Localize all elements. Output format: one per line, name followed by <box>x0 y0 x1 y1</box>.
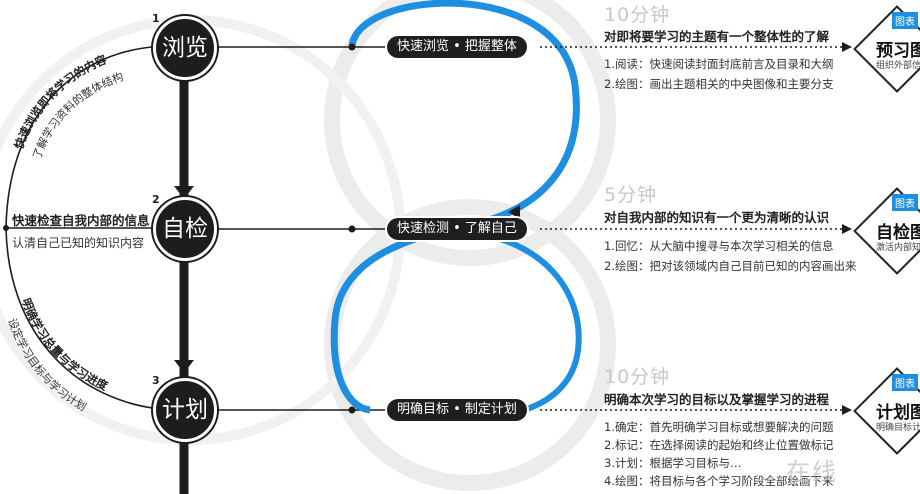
left-arc-top <box>5 46 153 229</box>
connector-dot <box>348 43 356 51</box>
arrow-right-icon <box>842 224 852 234</box>
arrow-right-icon <box>842 405 852 415</box>
arrow-left-icon <box>508 205 520 219</box>
step-bullet: 2.标记：在选择阅读的起始和终止位置做标记 <box>604 438 834 452</box>
connector-dot <box>3 225 9 231</box>
step-bullet: 1.阅读：快速阅读封面封底前言及目录和大纲 <box>604 57 834 71</box>
step-pill[interactable]: 快速检测 • 了解自己 <box>387 218 527 240</box>
accent-s-curve <box>330 0 580 414</box>
duration-label: 10分钟 <box>604 366 671 388</box>
chart-title: 自检图 <box>876 223 920 243</box>
step-number: 1 <box>152 12 160 25</box>
step-headline: 明确本次学习的目标以及掌握学习的进程 <box>604 392 830 407</box>
connector-dot <box>348 406 356 414</box>
chart-diamond-selfcheck[interactable]: 图表 自检图 激活内部知 <box>852 186 920 275</box>
duration-label: 5分钟 <box>604 184 658 206</box>
step-bullet: 2.绘图：画出主题相关的中央图像和主要分支 <box>604 77 834 91</box>
background-ring <box>324 0 616 266</box>
left-mid-subtitle: 认清自己已知的知识内容 <box>12 236 145 250</box>
arrow-down-icon <box>174 360 194 373</box>
step-number: 3 <box>152 374 160 387</box>
step-headline: 对即将要学习的主题有一个整体性的了解 <box>604 29 830 44</box>
left-arc3-title: 明确学习总量与学习进度 <box>19 296 110 393</box>
step-node-browse[interactable]: 浏览 <box>153 16 217 80</box>
chart-tag: 图表 <box>892 12 918 29</box>
duration-label: 10分钟 <box>604 4 671 26</box>
step-headline: 对自我内部的知识有一个更为清晰的认识 <box>604 210 830 225</box>
arrow-right-icon <box>842 42 852 52</box>
step-node-selfcheck[interactable]: 自检 <box>153 197 217 261</box>
chart-subtitle: 组织外部信 <box>876 61 920 71</box>
chart-diamond-plan[interactable]: 图表 计划图 明确目标计 <box>852 366 920 455</box>
background-ring <box>324 199 616 491</box>
chart-tag: 图表 <box>892 374 918 391</box>
chart-subtitle: 明确目标计 <box>876 423 920 433</box>
chart-subtitle: 激活内部知 <box>876 243 920 253</box>
step-pill[interactable]: 明确目标 • 制定计划 <box>387 399 527 421</box>
chart-diamond-preview[interactable]: 图表 预习图 组织外部信 <box>852 4 920 93</box>
step-node-plan[interactable]: 计划 <box>153 378 217 442</box>
arrow-down-icon <box>174 186 194 199</box>
step-bullet: 4.绘图：将目标与各个学习阶段全部绘画下来 <box>604 474 834 488</box>
step-bullet: 2.绘图：把对该领域内自己目前已知的内容画出来 <box>604 259 857 273</box>
left-arc-bottom <box>5 227 153 409</box>
connector-dot <box>348 225 356 233</box>
step-bullet: 1.确定：首先明确学习目标或想要解决的问题 <box>604 420 834 434</box>
step-bullet: 1.回忆：从大脑中搜寻与本次学习相关的信息 <box>604 239 834 253</box>
chart-title: 计划图 <box>876 403 920 423</box>
chart-title: 预习图 <box>876 41 920 61</box>
step-bullet: 3.计划：根据学习目标与… <box>604 456 742 470</box>
step-pill[interactable]: 快速浏览 • 把握整体 <box>387 36 527 58</box>
step-number: 2 <box>152 193 160 206</box>
chart-tag: 图表 <box>892 194 918 211</box>
watermark: …在线 <box>760 458 838 486</box>
left-mid-title: 快速检查自我内部的信息 <box>12 213 150 228</box>
